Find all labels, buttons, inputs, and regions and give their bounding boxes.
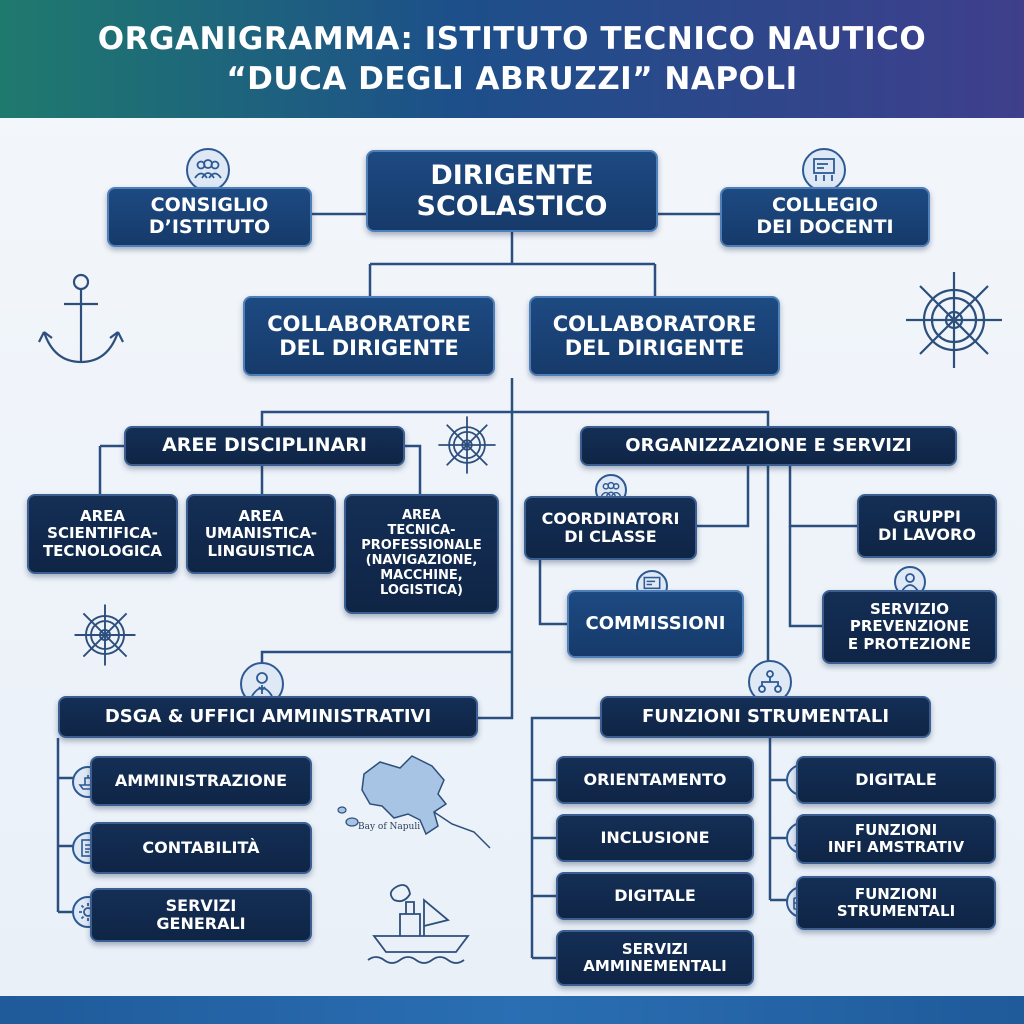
people-group-icon — [186, 148, 230, 192]
ship-wheel-icon — [74, 604, 136, 666]
presentation-icon — [802, 148, 846, 192]
area-umanistica-box: AREA UMANISTICA- LINGUISTICA — [186, 494, 336, 574]
gruppi-lavoro-box: GRUPPI DI LAVORO — [857, 494, 997, 558]
anchor-icon — [38, 273, 124, 364]
servizi-generali-box: SERVIZI GENERALI — [90, 888, 312, 942]
area-tecnica-box: AREA TECNICA- PROFESSIONALE (NAVIGAZIONE… — [344, 494, 499, 614]
inclusione-box: INCLUSIONE — [556, 814, 754, 862]
dirigente-scolastico-box: DIRIGENTE SCOLASTICO — [366, 150, 658, 232]
coordinatori-classe-box: COORDINATORI DI CLASSE — [524, 496, 697, 560]
page-title-line-2: “DUCA DEGLI ABRUZZI” NAPOLI — [226, 61, 798, 97]
digitale-right-box: DIGITALE — [796, 756, 996, 804]
funzioni-infamstrativ-box: FUNZIONI INFI AMSTRATIV — [796, 814, 996, 864]
page-title-line-1: ORGANIGRAMMA: ISTITUTO TECNICO NAUTICO — [97, 21, 927, 57]
ship-icon — [367, 884, 470, 964]
funzioni-strumentali-sub-box: FUNZIONI STRUMENTALI — [796, 876, 996, 930]
commissioni-box: COMMISSIONI — [567, 590, 744, 658]
ship-wheel-icon — [438, 416, 496, 474]
consiglio-istituto-box: CONSIGLIO D’ISTITUTO — [107, 187, 312, 247]
organizzazione-servizi-header: ORGANIZZAZIONE E SERVIZI — [580, 426, 957, 466]
orientamento-box: ORIENTAMENTO — [556, 756, 754, 804]
map-icon — [337, 755, 491, 849]
ship-wheel-icon — [906, 272, 1002, 368]
digitale-left-box: DIGITALE — [556, 872, 754, 920]
amministrazione-box: AMMINISTRAZIONE — [90, 756, 312, 806]
dsga-uffici-header: DSGA & UFFICI AMMINISTRATIVI — [58, 696, 478, 738]
collaboratore-dirigente-box-2: COLLABORATORE DEL DIRIGENTE — [529, 296, 780, 376]
collegio-docenti-box: COLLEGIO DEI DOCENTI — [720, 187, 930, 247]
aree-disciplinari-header: AREE DISCIPLINARI — [124, 426, 405, 466]
funzioni-strumentali-header: FUNZIONI STRUMENTALI — [600, 696, 931, 738]
map-label: Bay of Napuli — [358, 822, 421, 832]
collaboratore-dirigente-box-1: COLLABORATORE DEL DIRIGENTE — [243, 296, 495, 376]
area-scientifica-box: AREA SCIENTIFICA- TECNOLOGICA — [27, 494, 178, 574]
footer-bar — [0, 996, 1024, 1024]
contabilita-box: CONTABILITÀ — [90, 822, 312, 874]
servizio-prevenzione-box: SERVIZIO PREVENZIONE E PROTEZIONE — [822, 590, 997, 664]
header-banner: ORGANIGRAMMA: ISTITUTO TECNICO NAUTICO “… — [0, 0, 1024, 118]
servizi-amminementali-box: SERVIZI AMMINEMENTALI — [556, 930, 754, 986]
